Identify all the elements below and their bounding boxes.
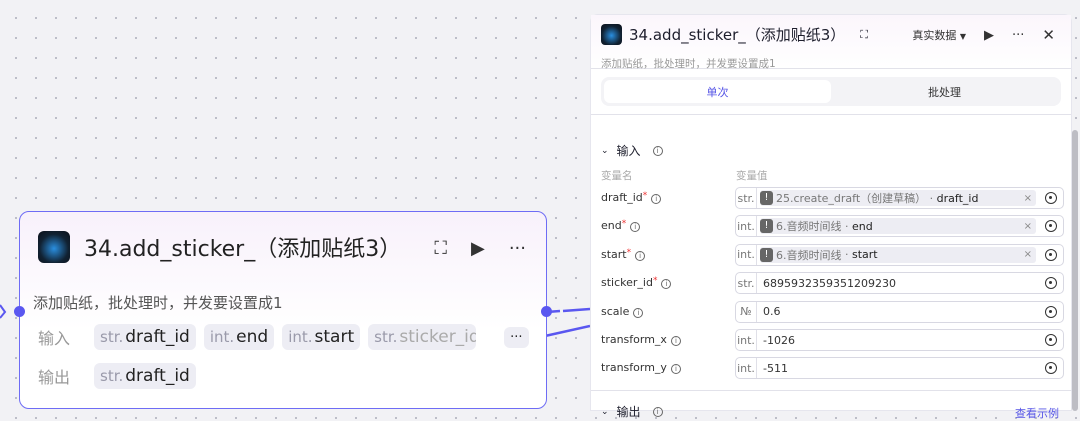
info-icon: i <box>661 279 672 290</box>
param-input[interactable]: int. -1026 <box>735 329 1064 351</box>
info-icon: i <box>652 406 663 417</box>
more-inputs-button[interactable]: ··· <box>504 326 529 348</box>
type-badge: int. <box>736 330 757 350</box>
scrollbar[interactable] <box>1072 130 1078 411</box>
warning-icon: ! <box>760 247 773 262</box>
param-name: end*i <box>601 219 641 233</box>
debug-icon[interactable]: ⛶ <box>860 27 868 41</box>
workflow-node[interactable]: 34.add_sticker_（添加贴纸3） ⛶ ▶ ··· 添加贴纸，批处理时… <box>19 211 547 409</box>
variable-reference[interactable]: !6.音频时间线 · start× <box>760 246 1036 263</box>
input-section-title: 输入 <box>616 144 641 158</box>
type-badge: str. <box>736 188 757 208</box>
col-name-header: 变量名 <box>601 170 633 182</box>
tab-single[interactable]: 单次 <box>604 80 831 103</box>
param-value[interactable]: -511 <box>763 361 788 375</box>
param-input[interactable]: str. 6895932359351209230 <box>735 272 1064 295</box>
more-icon[interactable]: ··· <box>508 238 526 259</box>
param-name: draft_id*i <box>601 191 662 204</box>
chevron-down-icon[interactable]: ⌄ <box>601 145 609 156</box>
input-port[interactable] <box>14 306 25 317</box>
data-mode-dropdown[interactable]: 真实数据 ▼ <box>912 29 967 42</box>
node-input-label: 输入 <box>38 329 71 348</box>
type-badge: int. <box>736 244 757 265</box>
variable-reference[interactable]: !6.音频时间线 · end× <box>760 218 1036 235</box>
info-icon: i <box>651 194 662 204</box>
chevron-down-icon[interactable]: ⌄ <box>601 406 609 417</box>
info-icon: i <box>630 222 641 233</box>
panel-logo-icon <box>601 24 622 45</box>
warning-icon: ! <box>760 191 773 205</box>
input-tag: int.start <box>282 324 361 350</box>
tab-batch[interactable]: 批处理 <box>928 85 961 99</box>
info-icon: i <box>670 364 681 375</box>
edge-lines <box>0 304 590 338</box>
variable-select-icon[interactable] <box>1045 362 1057 375</box>
panel-description: 添加贴纸，批处理时，并发要设置成1 <box>601 58 776 70</box>
debug-icon[interactable]: ⛶ <box>434 238 447 259</box>
input-tag: int.end <box>203 324 275 350</box>
close-icon[interactable]: ✕ <box>1042 26 1055 44</box>
param-input[interactable]: № 0.6 <box>735 300 1064 323</box>
variable-select-icon[interactable] <box>1045 277 1057 290</box>
param-value[interactable]: 6895932359351209230 <box>763 276 896 290</box>
caret-down-icon: ▼ <box>959 32 967 41</box>
output-section-title: 输出 <box>616 405 641 419</box>
output-tag: str.draft_id <box>94 363 196 389</box>
node-title: 34.add_sticker_（添加贴纸3） <box>84 237 402 262</box>
param-input[interactable]: int. -511 <box>735 357 1064 380</box>
input-tag: str.draft_id <box>94 324 196 350</box>
node-logo-icon <box>38 231 70 263</box>
param-name: sticker_id*i <box>601 276 672 290</box>
node-config-panel: 34.add_sticker_（添加贴纸3） ⛶ 添加贴纸，批处理时，并发要设置成… <box>590 14 1073 420</box>
variable-select-icon[interactable] <box>1045 334 1057 346</box>
view-example-link[interactable]: 查看示例 <box>1015 407 1059 420</box>
param-row: draft_id*i str.!25.create_draft（创建草稿） · … <box>601 187 1065 209</box>
variable-reference[interactable]: !25.create_draft（创建草稿） · draft_id× <box>760 190 1036 206</box>
warning-icon: ! <box>760 219 773 234</box>
node-description: 添加贴纸，批处理时，并发要设置成1 <box>33 294 283 312</box>
variable-select-icon[interactable] <box>1045 248 1057 261</box>
clear-icon[interactable]: × <box>1023 220 1032 232</box>
variable-select-icon[interactable] <box>1045 220 1057 233</box>
param-value[interactable]: -1026 <box>763 333 795 347</box>
type-badge: str. <box>736 273 757 294</box>
info-icon: i <box>633 307 644 318</box>
info-icon: i <box>670 336 681 346</box>
type-badge: № <box>736 301 757 322</box>
play-icon[interactable]: ▶ <box>984 27 995 43</box>
clear-icon[interactable]: × <box>1023 192 1032 204</box>
param-input[interactable]: int.!6.音频时间线 · end× <box>735 215 1064 238</box>
variable-select-icon[interactable] <box>1045 192 1057 204</box>
param-value[interactable]: 0.6 <box>763 305 781 319</box>
param-row: end*i int.!6.音频时间线 · end× <box>601 215 1065 238</box>
clear-icon[interactable]: × <box>1023 249 1032 261</box>
variable-select-icon[interactable] <box>1045 305 1057 318</box>
info-icon: i <box>652 145 663 156</box>
param-input[interactable]: str.!25.create_draft（创建草稿） · draft_id× <box>735 187 1064 209</box>
param-name: start*i <box>601 248 646 261</box>
info-icon: i <box>635 250 646 261</box>
type-badge: int. <box>736 216 757 237</box>
more-icon[interactable]: ··· <box>1012 27 1025 43</box>
play-icon[interactable]: ▶ <box>470 238 485 259</box>
panel-title: 34.add_sticker_（添加贴纸3） <box>629 26 846 44</box>
input-tag: str.sticker_id <box>368 324 477 350</box>
param-input[interactable]: int.!6.音频时间线 · start× <box>735 243 1064 266</box>
param-row: start*i int.!6.音频时间线 · start× <box>601 243 1065 266</box>
output-port[interactable] <box>541 306 552 317</box>
node-output-label: 输出 <box>38 368 71 387</box>
param-row: sticker_id*i str. 6895932359351209230 <box>601 272 1065 295</box>
type-badge: int. <box>736 358 757 379</box>
col-value-header: 变量值 <box>736 170 768 182</box>
